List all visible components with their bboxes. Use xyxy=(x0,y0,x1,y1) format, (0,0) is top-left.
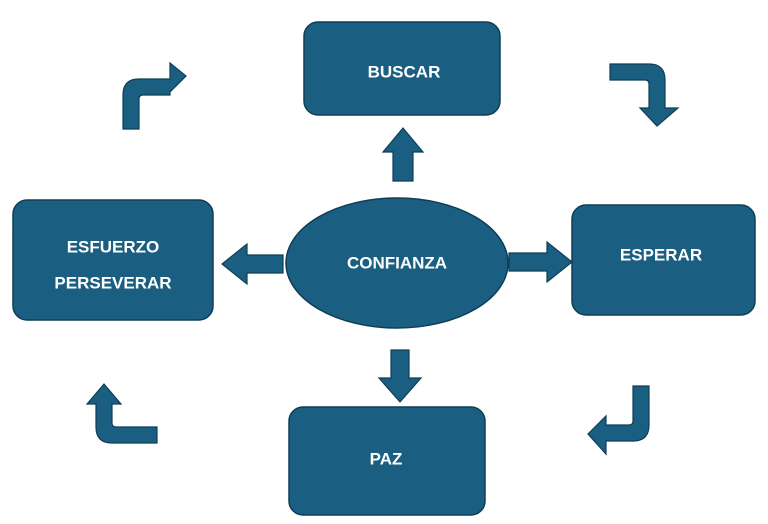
cycle-arrow-bottom-right xyxy=(587,385,650,456)
node-esperar-label: ESPERAR xyxy=(620,245,702,264)
arrow-right-to-esperar xyxy=(508,240,573,284)
arrow-down-to-paz xyxy=(377,349,423,403)
node-paz-box xyxy=(288,406,486,516)
node-esperar: ESPERAR xyxy=(571,204,756,316)
node-esfuerzo-perseverar: ESFUERZO PERSEVERAR xyxy=(12,199,214,321)
node-buscar-box xyxy=(303,21,501,116)
node-esperar-box xyxy=(571,204,756,316)
node-esfuerzo-box xyxy=(12,199,214,321)
node-buscar: BUSCAR xyxy=(303,21,501,116)
cycle-arrow-top-left xyxy=(122,61,187,130)
node-confianza-ellipse xyxy=(285,197,509,329)
node-perseverar-label: PERSEVERAR xyxy=(54,273,171,292)
node-esfuerzo-label: ESFUERZO xyxy=(67,237,160,256)
node-paz: PAZ xyxy=(288,406,486,516)
cycle-arrow-top-right xyxy=(609,63,680,127)
arrow-left-to-esfuerzo xyxy=(221,242,284,286)
node-confianza: CONFIANZA xyxy=(285,197,509,329)
cycle-arrow-bottom-left xyxy=(85,383,158,444)
node-buscar-label: BUSCAR xyxy=(368,62,441,81)
node-paz-label: PAZ xyxy=(370,449,403,468)
node-confianza-label: CONFIANZA xyxy=(347,253,447,272)
arrow-up-to-buscar xyxy=(381,127,425,182)
